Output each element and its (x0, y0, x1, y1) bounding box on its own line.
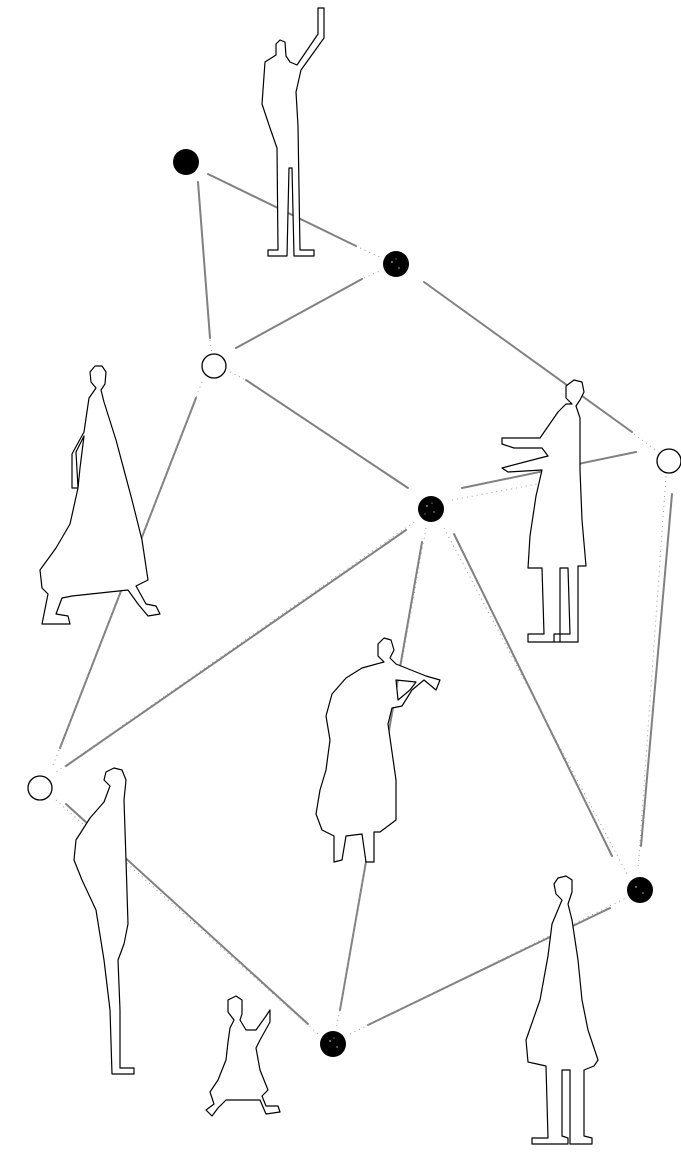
open-node (28, 776, 52, 800)
filled-node (173, 149, 199, 175)
figure-violinist (316, 638, 440, 862)
open-node (657, 449, 681, 473)
edge-b-e (424, 282, 658, 452)
edge-c-b (236, 270, 382, 348)
edge-a-c (198, 182, 212, 354)
figure-tall-standing (74, 768, 134, 1074)
filled-node (627, 877, 653, 903)
figures (40, 8, 598, 1144)
figure-arms-outstretched (502, 380, 586, 642)
edge-d-h (444, 528, 628, 876)
figure-arm-raised (262, 8, 324, 256)
figure-child-dancing (206, 996, 280, 1116)
figure-woman-dress (526, 876, 598, 1144)
edge-c-d (230, 372, 408, 488)
edge-e-h (638, 476, 672, 870)
filled-node (418, 496, 444, 522)
open-node (202, 354, 226, 378)
filled-node (320, 1031, 346, 1057)
figure-walking-robe (40, 366, 160, 624)
filled-node (383, 251, 409, 277)
